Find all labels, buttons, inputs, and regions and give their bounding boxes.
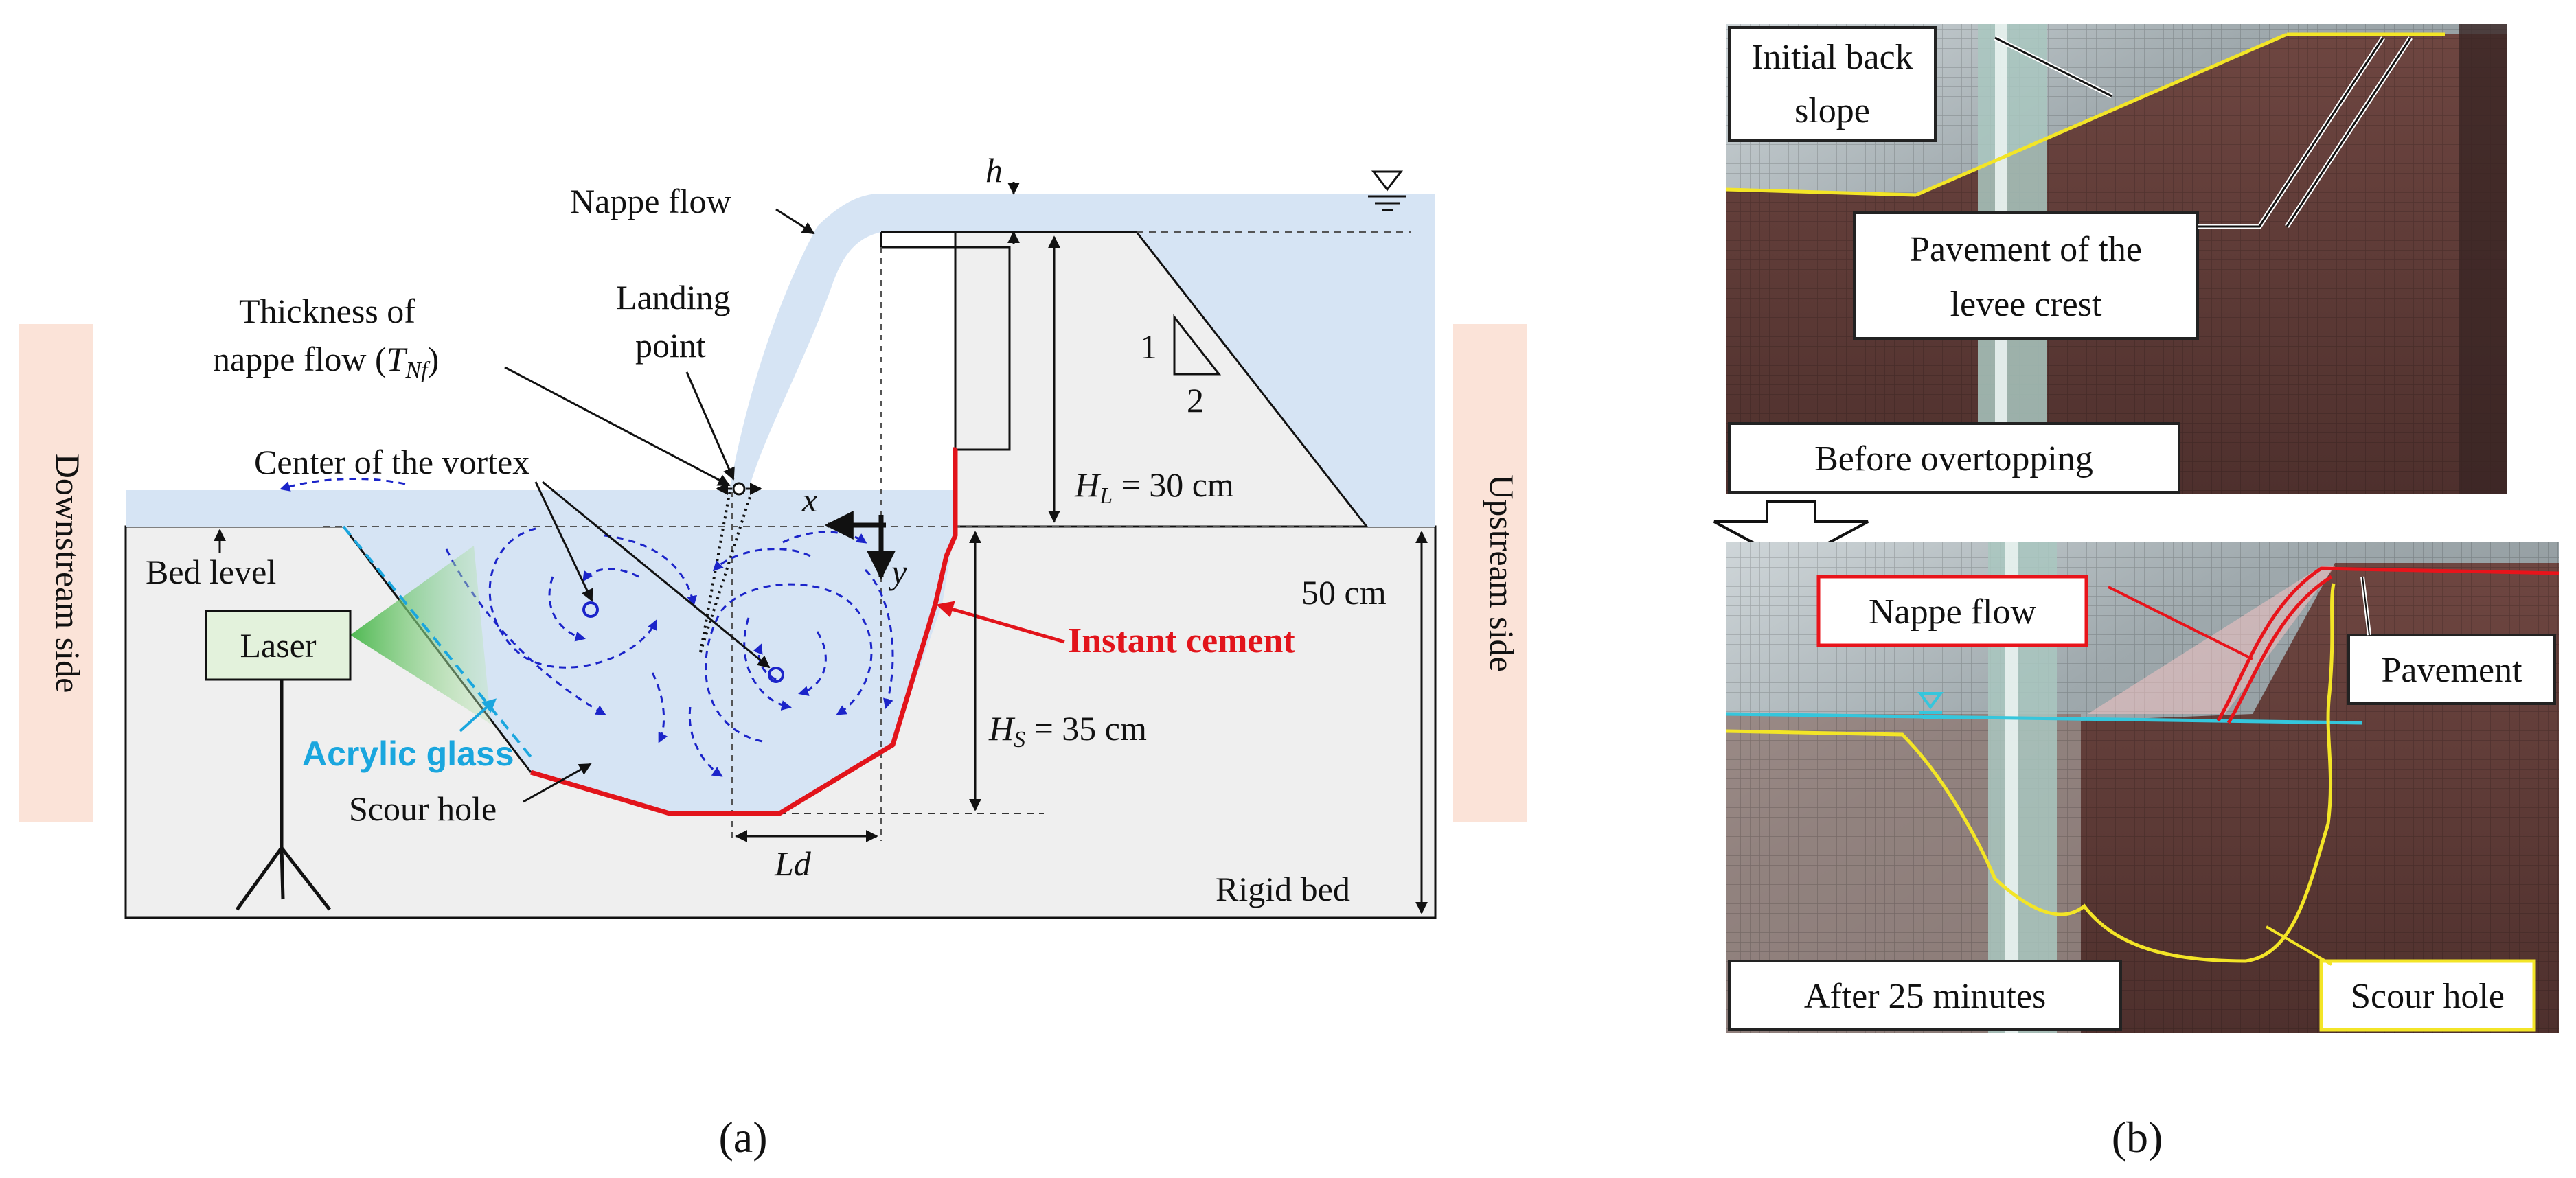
h-label: h — [985, 151, 1003, 189]
pavement-crest-box — [1853, 211, 2199, 340]
scour-hole-box-b — [2319, 959, 2536, 1032]
nappe-flow-red-line — [2216, 566, 2560, 722]
scour-hole-arrow — [523, 763, 592, 803]
vortex-center-1 — [582, 601, 599, 618]
landing-point-label-line2: point — [635, 326, 706, 365]
initial-back-slope-label-1: Initial back — [1751, 38, 1913, 77]
panel-a-caption: (a) — [718, 1113, 767, 1162]
center-vortex-arrow-1 — [534, 481, 593, 602]
slope-label-1: 1 — [1140, 327, 1157, 366]
x-axis-label: x — [801, 481, 817, 519]
nappe-flow-arrow — [775, 208, 815, 235]
nappe-flow-red-line-2 — [2226, 575, 2333, 724]
nappe-flow-jet — [729, 194, 881, 490]
center-vortex-label: Center of the vortex — [254, 443, 529, 481]
nappe-flow-label: Nappe flow — [570, 182, 731, 220]
center-vortex-arrow-2 — [542, 481, 771, 669]
hl-H: H — [1074, 465, 1102, 504]
initial-back-slope-box — [1728, 26, 1937, 142]
hl-value: = 30 cm — [1113, 465, 1234, 504]
pavement-crest-label-2: levee crest — [1950, 285, 2102, 324]
hl-label: HL = 30 cm — [1074, 465, 1234, 509]
laser-tripod — [235, 680, 331, 911]
hs-H: H — [988, 709, 1016, 748]
water-surface-symbol — [1368, 170, 1406, 211]
thickness-arrow — [504, 366, 731, 487]
thickness-label-suffix: ) — [428, 340, 440, 378]
instant-cement-arrow — [936, 601, 1065, 644]
hs-value: = 35 cm — [1025, 709, 1147, 748]
instant-cement-line — [530, 447, 958, 816]
pavement-label: Pavement — [2381, 651, 2522, 690]
laser-label: Laser — [240, 626, 316, 665]
slope-label-2: 2 — [1187, 381, 1204, 419]
slope-triangle — [1173, 314, 1222, 376]
acrylic-glass-label: Acrylic glass — [302, 735, 514, 773]
initial-back-slope-line-2 — [1915, 32, 2288, 197]
scour-hole-leader — [2265, 925, 2333, 966]
initial-back-slope-label-2: slope — [1794, 91, 1870, 130]
ld-label: Ld — [774, 844, 812, 883]
thickness-label-sub: Nf — [405, 358, 431, 383]
thickness-label-prefix: nappe flow ( — [213, 340, 387, 378]
before-overtopping-label: Before overtopping — [1814, 439, 2093, 478]
panel-a: Downstream side Upstream side — [19, 151, 1527, 1162]
after-25-box — [1728, 960, 2122, 1031]
initial-back-slope-line — [1725, 187, 1917, 197]
water-level-symbol — [1917, 692, 1944, 719]
pavement-crest-leader-inner — [2198, 37, 2412, 228]
nappe-flow-label-b: Nappe flow — [1869, 592, 2036, 632]
rigid-bed-label: Rigid bed — [1216, 870, 1350, 908]
after-25-label: After 25 minutes — [1804, 977, 2046, 1016]
nappe-flow-leader — [2108, 586, 2253, 660]
y-axis-label: y — [888, 553, 907, 591]
thickness-label-line2: nappe flow (TNf) — [213, 340, 439, 383]
bed-level-label: Bed level — [146, 553, 276, 591]
vortex-center-2 — [768, 667, 784, 683]
hs-sub: S — [1014, 727, 1025, 752]
nappe-flow-box — [1816, 575, 2088, 647]
downstream-side-label: Downstream side — [49, 454, 87, 693]
laser-box — [205, 610, 352, 681]
panel-b: Initial back slope Pavement of the levee… — [1713, 24, 2560, 1162]
initial-back-slope-leader-inner — [1994, 36, 2112, 97]
hl-sub: L — [1099, 483, 1113, 509]
thickness-label-line1: Thickness of — [239, 292, 415, 330]
upstream-water — [881, 194, 1435, 527]
water-level-line — [1725, 712, 2363, 725]
landing-point-marker — [732, 482, 746, 496]
landing-point-label-line1: Landing — [616, 278, 731, 316]
scour-hole-outline — [1725, 583, 2336, 963]
before-overtopping-box — [1728, 422, 2180, 494]
vortex-streamlines — [280, 477, 894, 777]
scour-hole-label-b: Scour hole — [2351, 977, 2505, 1016]
downstream-side-box — [19, 324, 93, 822]
instant-cement-label: Instant cement — [1068, 621, 1295, 660]
pavement-box — [2347, 634, 2556, 705]
thickness-label-T: T — [387, 340, 408, 378]
upstream-side-box — [1453, 324, 1527, 822]
laser-beam — [350, 546, 491, 724]
panel-b-caption: (b) — [2112, 1113, 2163, 1162]
hs-label: HS = 35 cm — [988, 709, 1147, 752]
pavement-crest-label-1: Pavement of the — [1910, 230, 2142, 269]
downstream-water — [126, 490, 955, 527]
scour-hole-label: Scour hole — [349, 789, 497, 828]
pavement-leader-inner — [2362, 576, 2370, 636]
scour-water — [343, 527, 955, 813]
upstream-side-label: Upstream side — [1483, 474, 1521, 671]
height-50-label: 50 cm — [1301, 573, 1387, 612]
acrylic-glass-arrow — [459, 698, 497, 732]
acrylic-glass-line — [342, 525, 534, 760]
landing-point-arrow — [685, 371, 735, 481]
